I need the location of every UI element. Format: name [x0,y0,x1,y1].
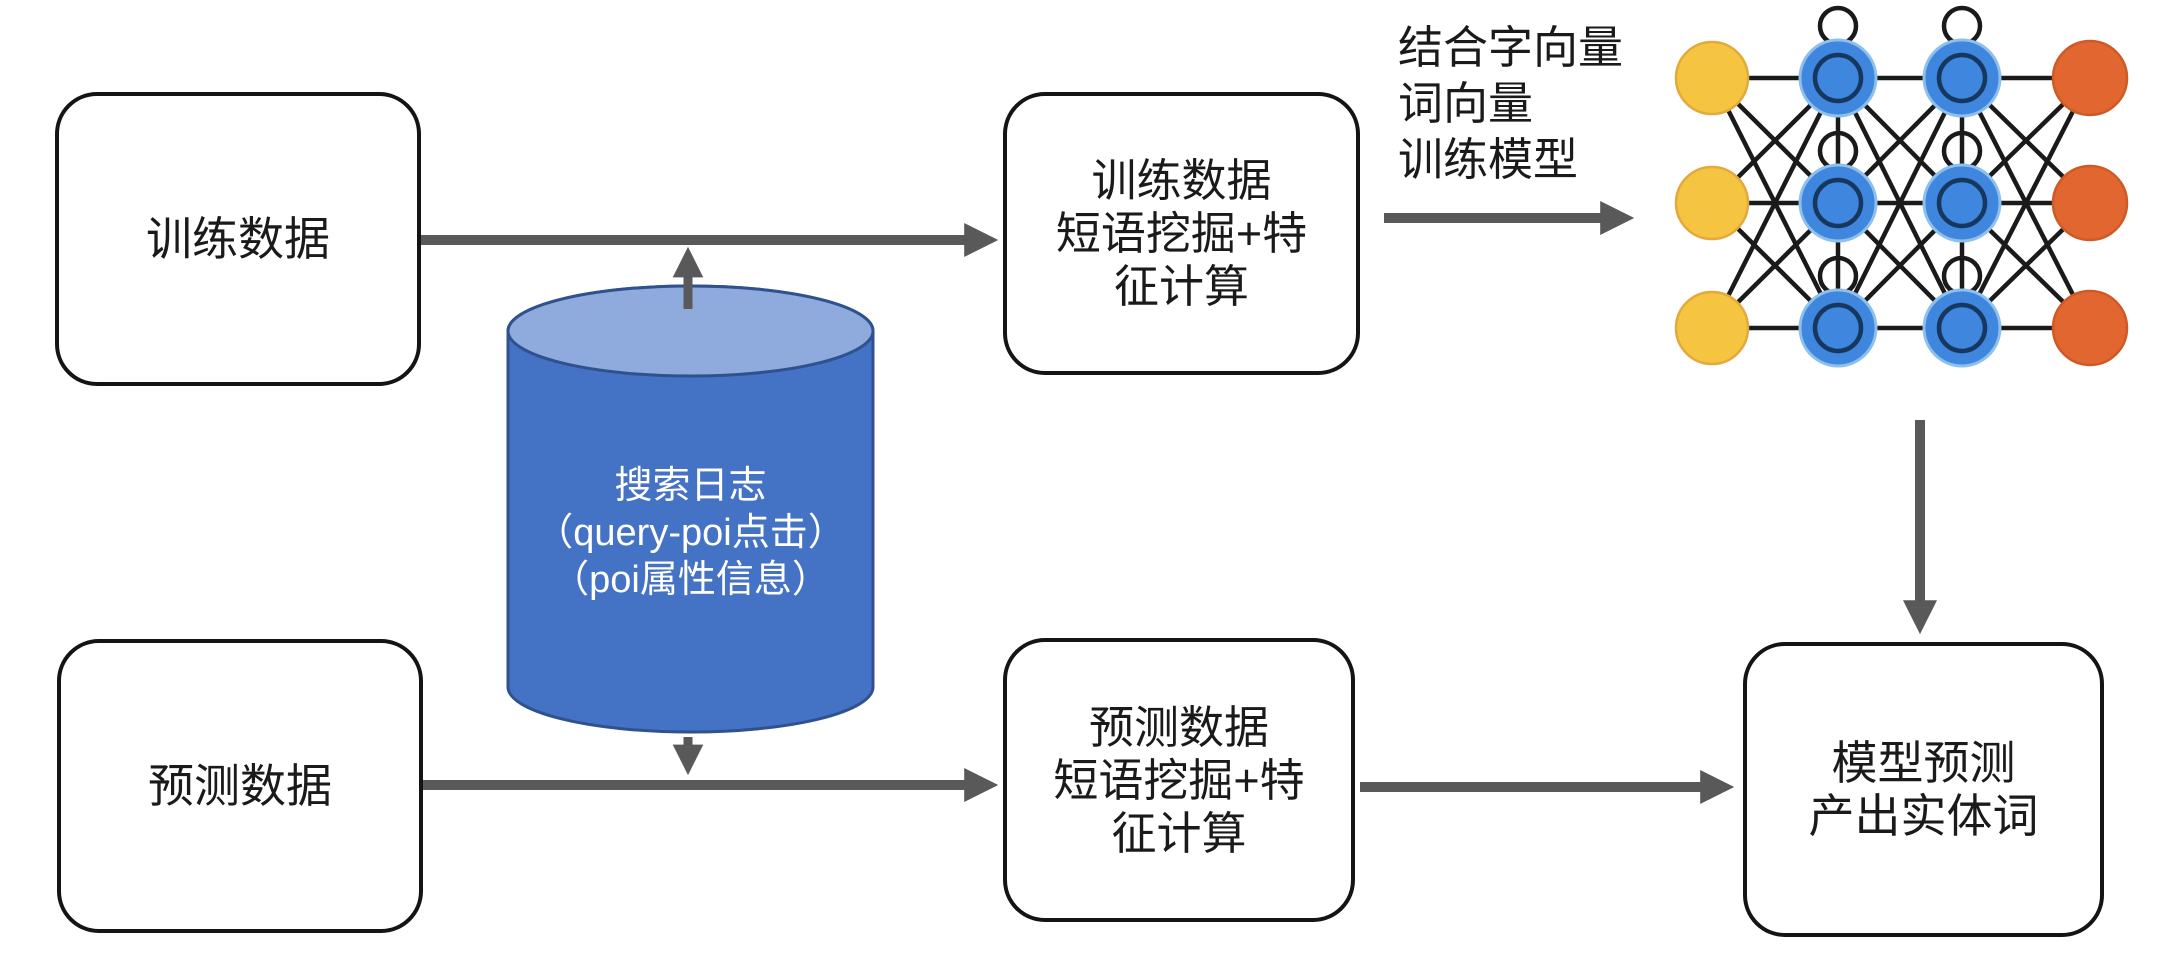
hidden-node [1922,288,2002,368]
input-node [1674,290,1750,366]
neural-network-icon [1674,5,2129,368]
hidden-node-ring [1812,52,1864,104]
annotation-line: 结合字向量 [1398,22,1624,73]
cylinder-label: 搜索日志 （query-poi点击） （poi属性信息） [488,463,893,604]
cylinder-label-line: （query-poi点击） [535,512,846,554]
cylinder-label-line: 搜索日志 [614,465,767,507]
input-node [1674,40,1750,116]
hidden-node-ring [1936,52,1988,104]
box-label-line: 产出实体词 [1808,789,2039,842]
annotation-line: 训练模型 [1398,134,1579,185]
network-edge [1835,77,1965,329]
box-model-predict: 模型预测 产出实体词 [1743,642,2104,937]
box-label-line: 征计算 [1113,261,1249,312]
output-node [2051,39,2129,117]
hidden-node [1798,163,1878,243]
box-predict-mining: 预测数据 短语挖掘+特 征计算 [1003,638,1355,922]
network-edge [1959,76,2093,330]
box-predict-data: 预测数据 [57,639,423,933]
hidden-node-ring [1936,177,1988,229]
hidden-node-ring [1812,302,1864,354]
box-train-data: 训练数据 [55,92,421,386]
output-node [2051,164,2129,242]
hidden-node-ring [1812,177,1864,229]
hidden-node [1798,288,1878,368]
box-label: 预测数据 [148,759,332,812]
flow-arrows [421,200,1938,805]
hidden-node [1922,163,2002,243]
box-label-line: 征计算 [1111,807,1247,859]
annotation-line: 词向量 [1398,78,1534,129]
annotation-train-model: 结合字向量 词向量 训练模型 [1398,20,1623,188]
box-label-line: 训练数据 [1091,155,1272,206]
hidden-node [1922,38,2002,118]
box-train-mining: 训练数据 短语挖掘+特 征计算 [1003,92,1360,375]
input-node [1674,165,1750,241]
output-node [2051,289,2129,367]
box-label-line: 短语挖掘+特 [1055,208,1308,259]
hidden-node [1798,38,1878,118]
box-label-line: 预测数据 [1088,701,1269,753]
box-label: 训练数据 [146,212,330,265]
network-edge [1709,76,1841,330]
hidden-node-ring [1936,302,1988,354]
box-label-line: 模型预测 [1831,736,2016,789]
cylinder-label-line: （poi属性信息） [551,559,830,601]
box-label-line: 短语挖掘+特 [1053,754,1305,806]
